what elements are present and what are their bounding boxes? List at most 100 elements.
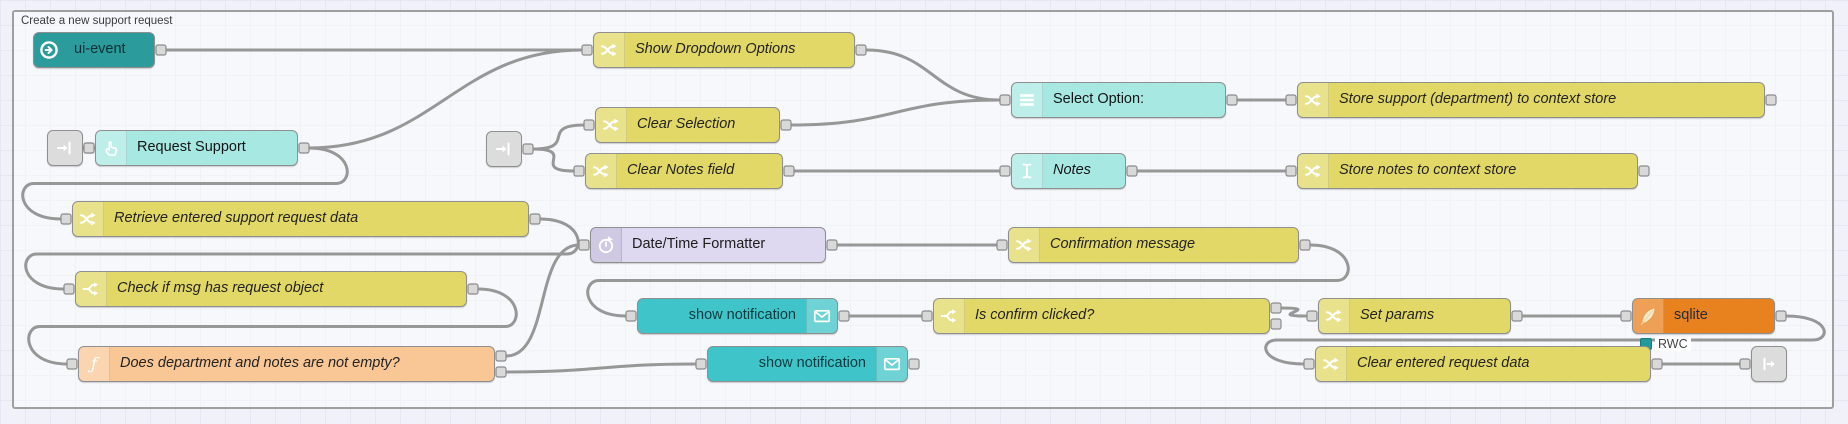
port-out-show-dropdown-options-0[interactable]: [855, 44, 867, 56]
port-in-show-notification-1[interactable]: [625, 310, 637, 322]
port-out-is-confirm-clicked-0[interactable]: [1270, 302, 1282, 314]
port-in-show-notification-2[interactable]: [695, 358, 707, 370]
wire-sqlite-to-clear-entered[interactable]: [1264, 314, 1826, 366]
change-icon: [594, 33, 625, 67]
node-request-support[interactable]: Request Support: [95, 130, 298, 166]
switch-icon: [934, 299, 965, 333]
wire-request-support-to-retrieve-data[interactable]: [21, 146, 349, 221]
change-icon: [1316, 347, 1347, 381]
port-out-sqlite-0[interactable]: [1775, 310, 1787, 322]
port-out-notes-0[interactable]: [1126, 165, 1138, 177]
port-out-is-confirm-clicked-1[interactable]: [1270, 318, 1282, 330]
link-in-icon: [489, 139, 519, 159]
node-show-notification-1[interactable]: show notification: [637, 298, 838, 334]
port-in-link-out[interactable]: [1739, 358, 1751, 370]
port-out-select-option-0[interactable]: [1226, 94, 1238, 106]
port-out-show-notification-2-0[interactable]: [908, 358, 920, 370]
node-retrieve-data[interactable]: Retrieve entered support request data: [72, 201, 529, 237]
port-out-request-support-0[interactable]: [298, 142, 310, 154]
node-link-in-2[interactable]: [486, 131, 522, 167]
node-store-notes[interactable]: Store notes to context store: [1297, 153, 1638, 189]
node-set-params[interactable]: Set params: [1318, 298, 1511, 334]
node-label: sqlite: [1674, 307, 1708, 323]
port-out-clear-selection-0[interactable]: [780, 119, 792, 131]
port-out-function-node-0[interactable]: [495, 350, 507, 362]
node-label: Is confirm clicked?: [975, 307, 1095, 323]
wire-check-request-to-function-node[interactable]: [27, 287, 518, 366]
port-out-clear-entered-0[interactable]: [1651, 358, 1663, 370]
node-label: show notification: [758, 355, 866, 371]
wire-clear-selection-to-select-option[interactable]: [789, 98, 1002, 127]
port-out-datetime-formatter-0[interactable]: [826, 239, 838, 251]
wire-link-in-2-to-clear-notes-field[interactable]: [531, 147, 576, 173]
port-in-notes[interactable]: [999, 165, 1011, 177]
node-check-request[interactable]: Check if msg has request object: [75, 271, 467, 307]
port-out-store-notes-0[interactable]: [1638, 165, 1650, 177]
group-label: Create a new support request: [21, 15, 173, 27]
wire-function-node-to-show-notification-2[interactable]: [504, 362, 698, 374]
node-is-confirm-clicked[interactable]: Is confirm clicked?: [933, 298, 1270, 334]
port-in-sqlite[interactable]: [1620, 310, 1632, 322]
switch-icon: [76, 272, 107, 306]
port-in-set-params[interactable]: [1306, 310, 1318, 322]
wire-confirmation-message-to-show-notification-1[interactable]: [586, 243, 1350, 318]
port-in-clear-selection[interactable]: [583, 119, 595, 131]
wire-show-dropdown-options-to-select-option[interactable]: [864, 48, 1002, 102]
status-text: RWC: [1655, 337, 1691, 351]
wire-request-support-to-show-dropdown-options[interactable]: [307, 48, 584, 150]
node-label: Check if msg has request object: [117, 280, 324, 296]
wire-link-in-2-to-clear-selection[interactable]: [531, 123, 586, 151]
circle-arrow-icon: [34, 33, 64, 67]
node-clear-entered[interactable]: Clear entered request data: [1315, 346, 1651, 382]
port-in-store-notes[interactable]: [1285, 165, 1297, 177]
port-in-clear-entered[interactable]: [1303, 358, 1315, 370]
port-out-check-request-0[interactable]: [467, 283, 479, 295]
node-sqlite[interactable]: sqlite: [1632, 298, 1775, 334]
node-clear-selection[interactable]: Clear Selection: [595, 107, 780, 143]
node-select-option[interactable]: Select Option:: [1011, 82, 1226, 118]
port-out-link-in-2-0[interactable]: [522, 143, 534, 155]
node-datetime-formatter[interactable]: Date/Time Formatter: [590, 227, 826, 263]
change-icon: [1319, 299, 1350, 333]
node-show-notification-2[interactable]: show notification: [707, 346, 908, 382]
port-out-show-notification-1-0[interactable]: [838, 310, 850, 322]
port-in-clear-notes-field[interactable]: [573, 165, 585, 177]
port-in-datetime-formatter[interactable]: [578, 239, 590, 251]
wire-is-confirm-clicked-to-set-params[interactable]: [1279, 306, 1309, 318]
port-in-confirmation-message[interactable]: [996, 239, 1008, 251]
port-out-function-node-1[interactable]: [495, 366, 507, 378]
node-show-dropdown-options[interactable]: Show Dropdown Options: [593, 32, 855, 68]
wire-function-node-to-datetime-formatter[interactable]: [504, 243, 581, 358]
port-out-clear-notes-field-0[interactable]: [783, 165, 795, 177]
node-confirmation-message[interactable]: Confirmation message: [1008, 227, 1299, 263]
port-out-store-support-0[interactable]: [1765, 94, 1777, 106]
function-icon: ƒ: [79, 347, 110, 381]
port-in-retrieve-data[interactable]: [60, 213, 72, 225]
port-out-set-params-0[interactable]: [1511, 310, 1523, 322]
port-in-is-confirm-clicked[interactable]: [921, 310, 933, 322]
port-in-show-dropdown-options[interactable]: [581, 44, 593, 56]
node-label: ui-event: [74, 41, 126, 57]
port-out-retrieve-data-0[interactable]: [529, 213, 541, 225]
node-link-out[interactable]: [1751, 346, 1787, 382]
port-in-function-node[interactable]: [66, 358, 78, 370]
port-out-ui-event-0[interactable]: [155, 44, 167, 56]
change-icon: [596, 108, 627, 142]
port-in-select-option[interactable]: [999, 94, 1011, 106]
change-icon: [1298, 154, 1329, 188]
port-out-confirmation-message-0[interactable]: [1299, 239, 1311, 251]
wire-retrieve-data-to-check-request[interactable]: [24, 217, 580, 291]
change-icon: [73, 202, 104, 236]
port-in-check-request[interactable]: [63, 283, 75, 295]
port-in-store-support[interactable]: [1285, 94, 1297, 106]
node-ui-event[interactable]: ui-event: [33, 32, 155, 68]
node-link-in-1[interactable]: [47, 130, 83, 166]
node-store-support[interactable]: Store support (department) to context st…: [1297, 82, 1765, 118]
node-notes[interactable]: Notes: [1011, 153, 1126, 189]
envelope-icon: [876, 347, 907, 381]
port-in-request-support[interactable]: [83, 142, 95, 154]
node-clear-notes-field[interactable]: Clear Notes field: [585, 153, 783, 189]
